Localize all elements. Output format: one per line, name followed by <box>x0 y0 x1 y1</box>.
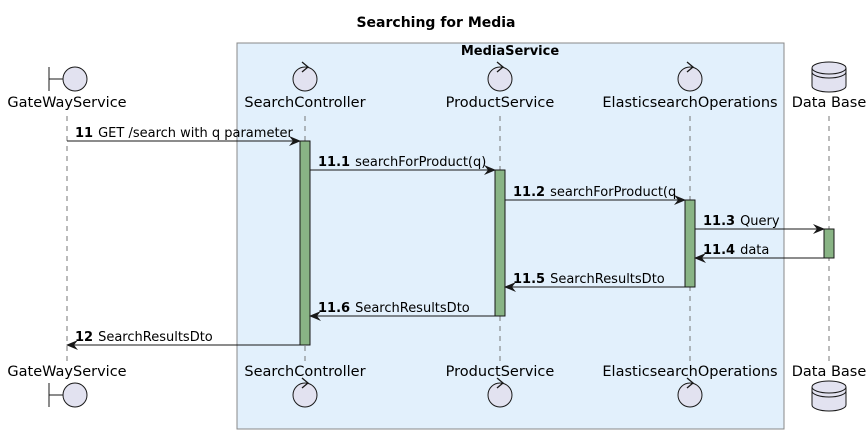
participant-top-db: Data Base <box>792 61 867 111</box>
message-text: SearchResultsDto <box>355 301 470 316</box>
participant-name: Data Base <box>792 95 867 111</box>
message-text: data <box>740 243 769 258</box>
boundary-icon <box>48 382 88 408</box>
control-icon <box>487 61 513 92</box>
participant-top-search: SearchController <box>244 61 366 111</box>
participants: GateWayServiceGateWayServiceSearchContro… <box>7 61 867 412</box>
participant-name: Data Base <box>792 364 867 380</box>
message-number: 11.6 <box>318 301 350 316</box>
activation-bar-db <box>823 228 835 259</box>
message-label: 11.3 Query <box>703 214 780 229</box>
participant-name: GateWayService <box>7 364 126 380</box>
message-label: 11.2 searchForProduct(q <box>513 185 676 200</box>
messages: 11 GET /search with q parameter 11.1 search… <box>66 126 825 350</box>
participant-name: ElasticsearchOperations <box>602 95 777 111</box>
message-text: searchForProduct(q) <box>355 155 486 170</box>
message-number: 11.4 <box>703 243 735 258</box>
activation-bar-elastic <box>684 199 696 288</box>
message-text: SearchResultsDto <box>550 272 665 287</box>
participant-name: SearchController <box>244 364 365 380</box>
database-icon <box>811 61 847 93</box>
message-number: 11.2 <box>513 185 545 200</box>
control-icon <box>677 61 703 92</box>
message-label: 11.4 data <box>703 243 769 258</box>
message-text: searchForProduct(q <box>550 185 676 200</box>
activation-bar-product <box>494 169 506 317</box>
activations <box>299 140 835 346</box>
control-icon <box>292 61 318 92</box>
participant-top-gateway: GateWayService <box>7 66 127 111</box>
message-text: GET /search with q parameter <box>98 126 293 141</box>
control-icon <box>677 377 703 408</box>
participant-top-product: ProductService <box>446 61 555 111</box>
control-icon <box>292 377 318 408</box>
message-number: 11.5 <box>513 272 545 287</box>
message-number: 11 <box>75 126 93 141</box>
participant-name: GateWayService <box>7 95 126 111</box>
boundary-icon <box>48 66 88 92</box>
mediaservice-box-label: MediaService <box>461 44 560 59</box>
participant-bottom-product: ProductService <box>446 364 555 408</box>
diagram-title: Searching for Media <box>356 15 515 31</box>
message-label: 12 SearchResultsDto <box>75 330 213 345</box>
message-label: 11 GET /search with q parameter <box>75 126 294 141</box>
participant-bottom-search: SearchController <box>244 364 366 408</box>
participant-name: ProductService <box>446 364 555 380</box>
message-number: 11.1 <box>318 155 350 170</box>
message-number: 12 <box>75 330 93 345</box>
participant-top-elastic: ElasticsearchOperations <box>602 61 778 111</box>
participant-name: SearchController <box>244 95 365 111</box>
activation-bar-search <box>299 140 311 346</box>
participant-name: ElasticsearchOperations <box>602 364 777 380</box>
participant-bottom-db: Data Base <box>792 364 867 412</box>
database-icon <box>811 380 847 412</box>
message-text: Query <box>740 214 780 229</box>
participant-name: ProductService <box>446 95 555 111</box>
message-number: 11.3 <box>703 214 735 229</box>
message-label: 11.5 SearchResultsDto <box>513 272 665 287</box>
participant-bottom-gateway: GateWayService <box>7 364 127 408</box>
control-icon <box>487 377 513 408</box>
message-label: 11.1 searchForProduct(q) <box>318 155 486 170</box>
message-text: SearchResultsDto <box>98 330 213 345</box>
participant-bottom-elastic: ElasticsearchOperations <box>602 364 778 408</box>
message-label: 11.6 SearchResultsDto <box>318 301 470 316</box>
